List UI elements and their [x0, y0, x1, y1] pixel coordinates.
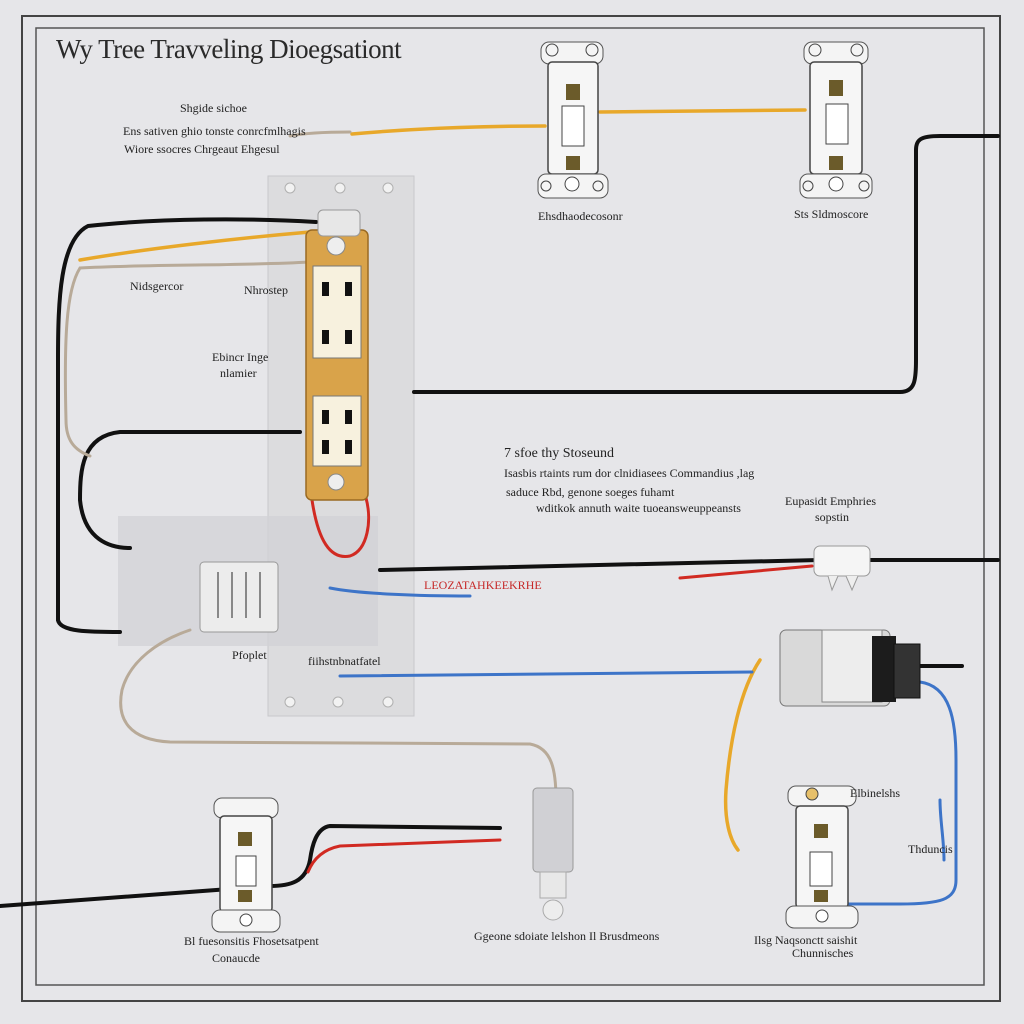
note-middle-line3: saduce Rbd, genone soeges fuhamt	[506, 485, 675, 499]
note-left-label2: Nhrostep	[244, 283, 288, 297]
box-label-right: fiihstnbnatfatel	[308, 654, 381, 668]
note-right-label1a: Eupasidt Emphries	[785, 494, 876, 508]
note-left-label3a: Ebincr Inge	[212, 350, 269, 364]
note-middle-line2: Isasbis rtaints rum dor clnidiasees Comm…	[504, 466, 755, 480]
tan-wires	[63, 130, 558, 802]
blue-wires	[328, 586, 958, 906]
note-middle-line1: 7 sfoe thy Stoseund	[504, 446, 615, 461]
wire-nut	[813, 545, 871, 592]
bottom-right-label-1: Ilsg Naqsonctt saishit	[754, 933, 858, 947]
plug-device	[779, 629, 921, 707]
inner-frame	[35, 27, 985, 986]
switch-top-left	[537, 41, 609, 199]
panel-screw-holes	[284, 182, 394, 708]
lamp-fixture	[532, 787, 574, 921]
switch-top-right-label: Sts Sldmoscore	[794, 207, 869, 221]
box-label-left: Pfoplet	[232, 648, 267, 662]
red-wire-label: LEOZATAHKEEKRHE	[424, 578, 542, 592]
bottom-mid-label: Ggeone sdoiate lelshon Il Brusdmeons	[474, 929, 660, 943]
right-small-label-1: Elbinelshs	[850, 786, 900, 800]
note-top-line2: Ens sativen ghio tonste conrcfmlhagis	[123, 124, 306, 138]
right-small-label-2: Thduncis	[908, 842, 953, 856]
switch-top-left-label: Ehsdhaodecosonr	[538, 209, 623, 223]
bottom-left-label-2: Conaucde	[212, 951, 260, 965]
note-top-line3: Wiore ssocres Chrgeaut Ehgesul	[124, 142, 280, 156]
bottom-left-label-1: Bl fuesonsitis Fhosetsatpent	[184, 934, 319, 948]
switch-bottom-right	[785, 785, 859, 929]
yellow-wires	[78, 108, 807, 852]
note-top-line1: Shgide sichoe	[180, 101, 247, 115]
bottom-right-label-2: Chunnisches	[792, 946, 854, 960]
note-left-label3b: nlamier	[220, 366, 257, 380]
note-middle-line4: wditkok annuth waite tuoeansweuppeansts	[536, 501, 741, 515]
connector-block	[199, 561, 279, 633]
note-left-label1: Nidsgercor	[130, 279, 184, 293]
switch-bottom-left	[211, 797, 281, 933]
note-right-label1b: sopstin	[815, 510, 850, 524]
page-title: Wy Tree Travveling Dioegsationt	[56, 34, 402, 64]
black-wires	[0, 134, 1000, 908]
red-wires	[306, 496, 814, 874]
switch-top-right	[799, 41, 873, 199]
outer-frame	[21, 15, 1001, 1002]
central-receptacle	[305, 209, 369, 501]
